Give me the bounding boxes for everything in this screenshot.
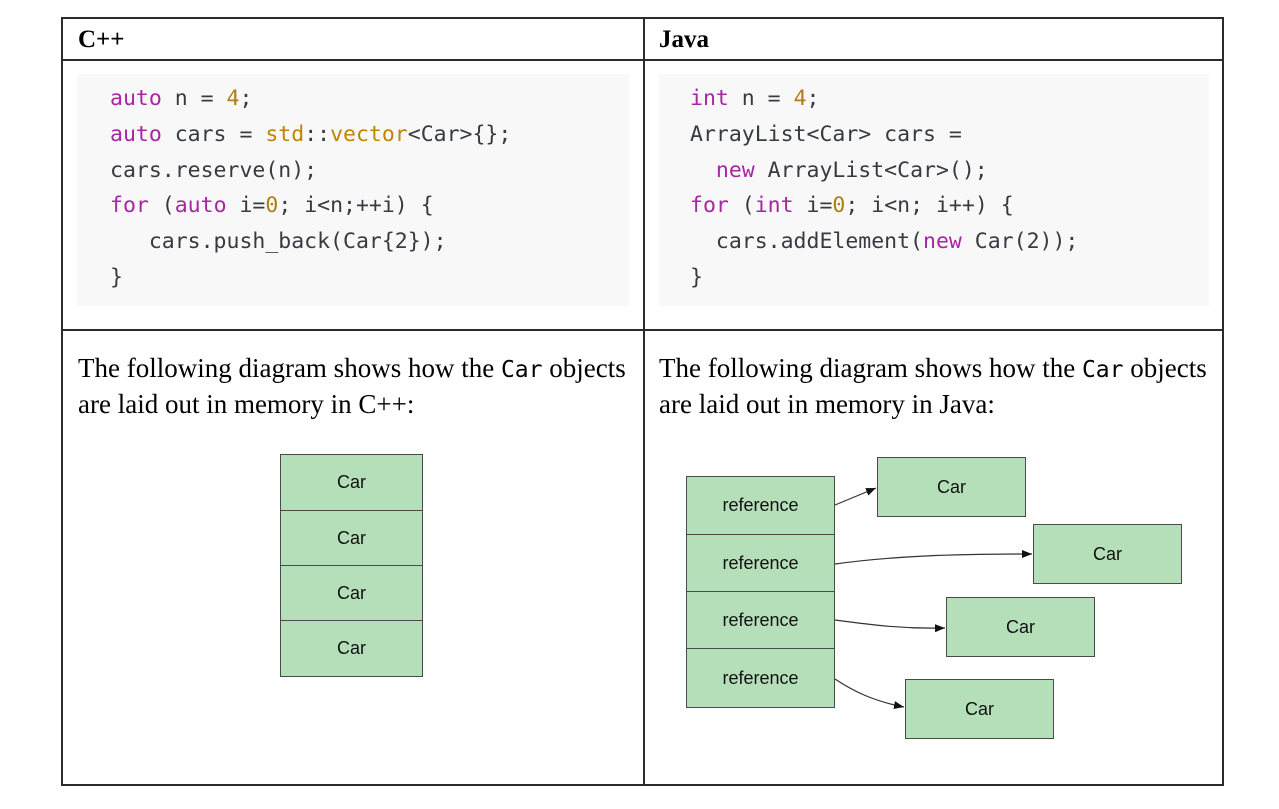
cpp-code-block: auto n = 4;auto cars = std::vector<Car>{… [77, 74, 629, 306]
code-line: } [690, 263, 703, 293]
cpp-car-box: Car [280, 620, 423, 677]
header-divider [63, 59, 1222, 61]
java-description: The following diagram shows how the Car … [659, 351, 1219, 421]
java-description-code: Car [1081, 357, 1124, 383]
code-token: n = [728, 86, 794, 111]
arrow-3 [834, 619, 946, 633]
code-token: i= [226, 193, 266, 219]
code-token: auto [110, 121, 162, 147]
code-token: for [690, 193, 729, 219]
code-token: cars.push_back(Car{2}); [110, 229, 447, 255]
comparison-table: C++ Java auto n = 4;auto cars = std::vec… [61, 17, 1224, 786]
java-header: Java [659, 26, 709, 53]
code-token: ArrayList<Car>(); [754, 157, 988, 183]
reference-box: reference [686, 476, 835, 535]
cpp-car-box: Car [280, 454, 423, 511]
code-token: std [265, 121, 305, 147]
code-token: cars = [161, 121, 266, 147]
code-token: ; [239, 86, 253, 111]
java-car-box: Car [1033, 524, 1182, 584]
arrow-4 [834, 678, 905, 710]
code-token: } [690, 265, 703, 290]
cpp-header: C++ [78, 26, 125, 53]
java-description-text-end: objects are laid out in memory in Java: [659, 353, 1207, 419]
java-car-box: Car [946, 597, 1095, 657]
code-token: } [110, 265, 123, 290]
code-token: auto [174, 193, 227, 219]
cpp-description: The following diagram shows how the Car … [78, 351, 638, 421]
code-line: new ArrayList<Car>(); [690, 156, 988, 186]
code-token: i= [793, 193, 833, 219]
code-token: ( [728, 193, 755, 219]
code-token: ArrayList<Car> cars = [690, 121, 962, 147]
arrow-1 [834, 487, 877, 506]
code-line: cars.addElement(new Car(2)); [690, 227, 1078, 257]
code-token: <Car>{}; [407, 121, 512, 147]
java-car-box: Car [877, 457, 1026, 517]
code-line: int n = 4; [690, 84, 819, 114]
code-token: ( [148, 193, 175, 219]
code-line: ArrayList<Car> cars = [690, 120, 962, 150]
code-token: ; [806, 86, 820, 111]
code-line: } [110, 263, 123, 293]
code-token: 0 [265, 193, 279, 219]
code-token: :: [304, 121, 331, 147]
code-token: int [754, 193, 794, 219]
code-token: new [923, 229, 962, 255]
reference-box: reference [686, 591, 835, 649]
code-token: cars.addElement( [690, 229, 923, 255]
code-token: 4 [226, 86, 240, 111]
code-line: auto cars = std::vector<Car>{}; [110, 120, 511, 150]
code-line: for (auto i=0; i<n;++i) { [110, 191, 434, 221]
cpp-description-text: The following diagram shows how the [78, 353, 501, 383]
code-line: cars.reserve(n); [110, 156, 317, 186]
java-description-text: The following diagram shows how the [659, 353, 1082, 383]
code-token: n = [161, 86, 227, 111]
code-token: ; i<n;++i) { [278, 193, 434, 219]
code-token: auto [110, 86, 162, 111]
java-car-box: Car [905, 679, 1054, 739]
code-token: 4 [793, 86, 807, 111]
code-line: auto n = 4; [110, 84, 252, 114]
code-token: 0 [832, 193, 846, 219]
arrow-2 [834, 550, 1033, 565]
reference-box: reference [686, 648, 835, 708]
column-divider [643, 19, 645, 784]
cpp-car-box: Car [280, 565, 423, 621]
cpp-description-code: Car [500, 357, 543, 383]
java-code-block: int n = 4; ArrayList<Car> cars = new Arra… [659, 74, 1209, 306]
code-token: for [110, 193, 149, 219]
code-token: int [690, 86, 729, 111]
code-token: ; i<n; i++) { [845, 193, 1014, 219]
cpp-description-text-end: objects are laid out in memory in C++: [78, 353, 626, 419]
code-token: new [715, 157, 755, 183]
code-line: for (int i=0; i<n; i++) { [690, 191, 1014, 221]
code-token: vector [330, 121, 408, 147]
code-token: cars.reserve(n); [110, 157, 318, 183]
reference-arrows [834, 487, 1033, 710]
code-line: cars.push_back(Car{2}); [110, 227, 447, 257]
row-divider [63, 329, 1222, 331]
code-token: Car(2)); [961, 229, 1079, 255]
